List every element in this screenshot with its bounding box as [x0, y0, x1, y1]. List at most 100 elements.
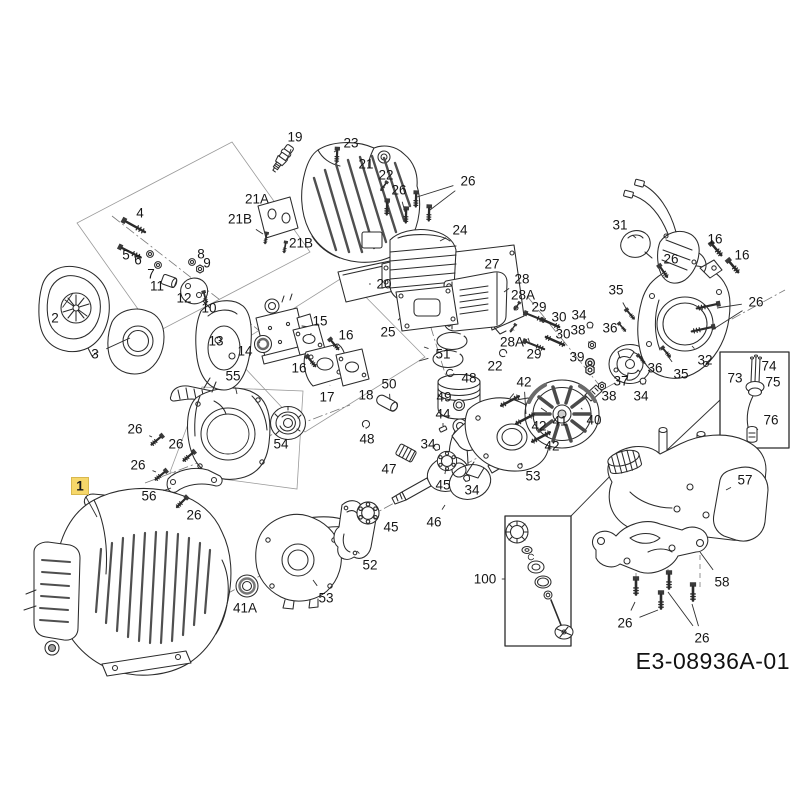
callout-17[interactable]: 17	[319, 390, 334, 405]
callout-51[interactable]: 51	[435, 347, 450, 362]
callout-100[interactable]: 100	[474, 572, 497, 587]
callout-54[interactable]: 54	[273, 437, 289, 452]
callout-26[interactable]: 26	[694, 631, 709, 646]
callout-39[interactable]: 39	[569, 350, 584, 365]
callout-41A[interactable]: 41A	[233, 601, 257, 616]
callout-26[interactable]: 26	[460, 174, 475, 189]
callout-26[interactable]: 26	[186, 508, 201, 523]
callout-5[interactable]: 5	[122, 248, 130, 263]
callout-75[interactable]: 75	[765, 375, 780, 390]
callout-38[interactable]: 38	[601, 389, 616, 404]
part-13-carburetor-backplate	[195, 300, 252, 393]
callout-21B[interactable]: 21B	[228, 212, 252, 227]
callout-26[interactable]: 26	[391, 183, 406, 198]
callout-23[interactable]: 23	[343, 136, 358, 151]
callout-26[interactable]: 26	[168, 437, 183, 452]
callout-47[interactable]: 47	[381, 462, 396, 477]
callout-26[interactable]: 26	[617, 616, 632, 631]
callout-49[interactable]: 49	[436, 390, 451, 405]
callout-2[interactable]: 2	[51, 311, 59, 326]
callout-58[interactable]: 58	[714, 575, 729, 590]
bearing-45	[436, 450, 458, 472]
leader-line	[372, 516, 378, 520]
callout-4[interactable]: 4	[136, 206, 144, 221]
callout-21A[interactable]: 21A	[245, 192, 269, 207]
callout-38[interactable]: 38	[570, 323, 585, 338]
callout-18[interactable]: 18	[358, 388, 373, 403]
callout-22[interactable]: 22	[487, 359, 502, 374]
callout-73[interactable]: 73	[727, 371, 742, 386]
callout-55[interactable]: 55	[225, 369, 240, 384]
callout-13[interactable]: 13	[208, 334, 223, 349]
part-53-crankcase-left	[255, 513, 348, 610]
callout-34[interactable]: 34	[633, 389, 649, 404]
callout-28[interactable]: 28	[514, 272, 529, 287]
callout-7[interactable]: 7	[147, 267, 155, 282]
callout-14[interactable]: 14	[237, 344, 253, 359]
callout-34[interactable]: 34	[464, 483, 480, 498]
callout-26[interactable]: 26	[663, 252, 678, 267]
callout-35[interactable]: 35	[608, 283, 623, 298]
callout-45[interactable]: 45	[435, 478, 450, 493]
callout-26[interactable]: 26	[748, 295, 763, 310]
callout-42[interactable]: 42	[516, 375, 531, 390]
leader-line	[356, 550, 360, 554]
callout-1[interactable]: 1	[76, 479, 84, 494]
callout-41[interactable]: 41	[552, 414, 567, 429]
callout-29[interactable]: 29	[531, 300, 546, 315]
callout-26[interactable]: 26	[127, 422, 142, 437]
callout-16[interactable]: 16	[707, 232, 722, 247]
callout-30[interactable]: 30	[551, 310, 566, 325]
callout-74[interactable]: 74	[761, 359, 777, 374]
callout-27[interactable]: 27	[484, 257, 499, 272]
callout-52[interactable]: 52	[362, 558, 377, 573]
callout-29[interactable]: 29	[526, 347, 541, 362]
callout-28A[interactable]: 28A	[511, 288, 535, 303]
callout-16[interactable]: 16	[291, 361, 306, 376]
callout-34[interactable]: 34	[420, 437, 436, 452]
callout-8[interactable]: 8	[197, 247, 205, 262]
callout-56[interactable]: 56	[141, 489, 156, 504]
callout-76[interactable]: 76	[763, 413, 778, 428]
callout-36[interactable]: 36	[602, 321, 617, 336]
callout-53[interactable]: 53	[525, 469, 540, 484]
callout-53[interactable]: 53	[318, 591, 333, 606]
callout-22[interactable]: 22	[378, 168, 393, 183]
callout-6[interactable]: 6	[134, 253, 142, 268]
callout-31[interactable]: 31	[612, 218, 627, 233]
callout-3[interactable]: 3	[91, 347, 99, 362]
callout-30[interactable]: 30	[555, 327, 570, 342]
callout-50[interactable]: 50	[381, 377, 396, 392]
callout-16[interactable]: 16	[734, 248, 749, 263]
callout-40[interactable]: 40	[586, 413, 601, 428]
callout-10[interactable]: 10	[201, 301, 216, 316]
callout-44[interactable]: 44	[435, 407, 451, 422]
callout-36[interactable]: 36	[647, 361, 662, 376]
part-58-tank-bracket	[591, 521, 709, 574]
callout-24[interactable]: 24	[452, 223, 468, 238]
callout-37[interactable]: 37	[613, 374, 628, 389]
callout-34[interactable]: 34	[571, 308, 587, 323]
callout-48[interactable]: 48	[461, 371, 476, 386]
callout-11[interactable]: 11	[150, 279, 164, 294]
callout-21[interactable]: 21	[358, 157, 373, 172]
callout-46[interactable]: 46	[426, 515, 441, 530]
callout-42[interactable]: 42	[531, 419, 546, 434]
callout-12[interactable]: 12	[176, 291, 191, 306]
callout-45[interactable]: 45	[383, 520, 398, 535]
callout-42[interactable]: 42	[544, 439, 559, 454]
callout-9[interactable]: 9	[203, 256, 211, 271]
callout-16[interactable]: 16	[338, 328, 353, 343]
callout-20[interactable]: 20	[376, 277, 391, 292]
screw-35	[622, 306, 637, 322]
callout-32[interactable]: 32	[697, 353, 712, 368]
callout-19[interactable]: 19	[287, 130, 302, 145]
callout-48[interactable]: 48	[359, 432, 374, 447]
callout-25[interactable]: 25	[380, 325, 395, 340]
callout-57[interactable]: 57	[737, 473, 752, 488]
callout-26[interactable]: 26	[130, 458, 145, 473]
callout-15[interactable]: 15	[312, 314, 327, 329]
callout-35[interactable]: 35	[673, 367, 688, 382]
callout-21B[interactable]: 21B	[289, 236, 313, 251]
callout-28A[interactable]: 28A	[500, 335, 524, 350]
